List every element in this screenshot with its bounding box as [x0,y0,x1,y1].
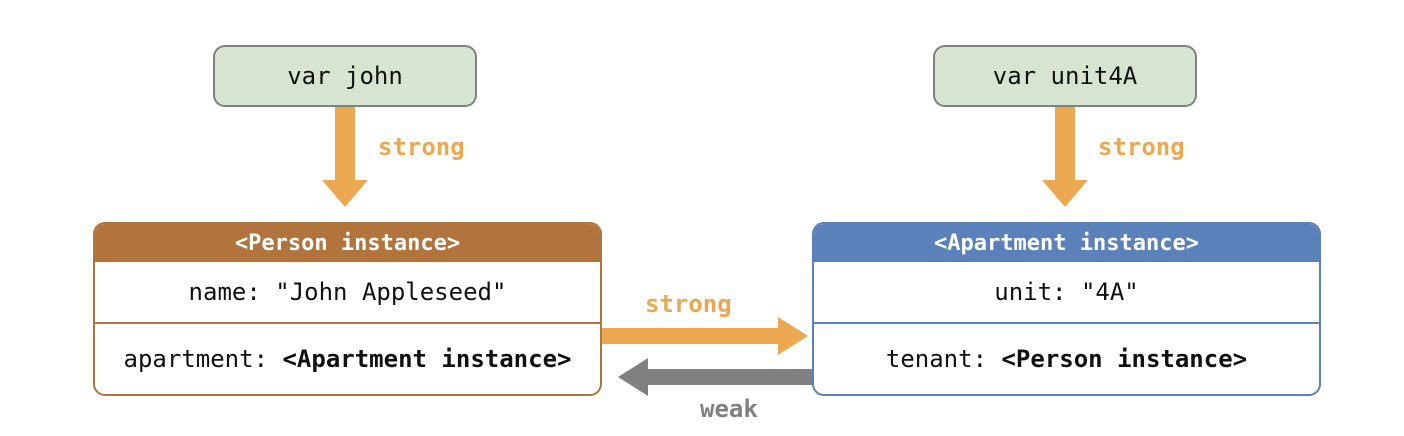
person-instance-title: <Person instance> [95,224,600,262]
apartment-instance-title: <Apartment instance> [814,224,1319,262]
person-apartment-row: apartment: <Apartment instance> [95,322,600,394]
person-name-text: name: "John Appleseed" [188,278,507,306]
var-unit4a-label: var unit4A [992,62,1138,90]
person-name-row: name: "John Appleseed" [95,262,600,322]
strong-arrow-person-to-apartment [602,317,808,355]
apartment-unit-text: unit: "4A" [994,278,1139,306]
apartment-instance-box: <Apartment instance> unit: "4A" tenant: … [812,222,1321,396]
weak-arrow-apartment-to-person [618,358,814,396]
apartment-unit-row: unit: "4A" [814,262,1319,322]
apartment-tenant-value: <Person instance> [1001,345,1248,373]
var-john-box: var john [213,45,477,107]
strong-reference-label-unit4a: strong [1098,133,1185,161]
person-instance-box: <Person instance> name: "John Appleseed"… [93,222,602,396]
strong-arrow-var-unit4a-down [1042,107,1088,207]
person-apartment-property: apartment: [123,345,283,373]
strong-reference-label-middle: strong [645,290,732,318]
var-unit4a-box: var unit4A [933,45,1197,107]
apartment-tenant-property: tenant: [885,345,1002,373]
apartment-tenant-row: tenant: <Person instance> [814,322,1319,394]
var-john-label: var john [287,62,403,90]
weak-reference-label-middle: weak [700,395,758,423]
strong-reference-label-john: strong [378,133,465,161]
person-apartment-value: <Apartment instance> [282,345,572,373]
strong-arrow-var-john-down [322,107,368,207]
